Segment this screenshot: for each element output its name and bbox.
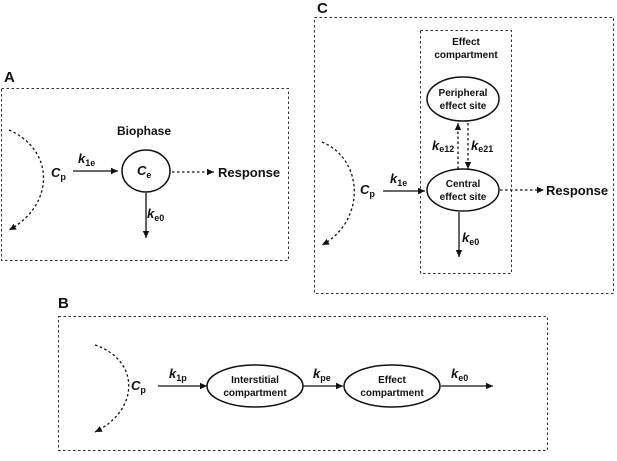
panel-b-effect-line1: Effect [378,375,406,386]
panel-c-frame [314,17,614,294]
panel-c-central-node [426,168,500,212]
panel-c-k1e-label: k1e [390,171,407,188]
panel-a-k1e-label: k1e [78,151,95,168]
panel-a-biophase-title: Biophase [117,124,171,138]
panel-a-cp-curve-arrow [8,129,44,231]
panel-b-cp-curve-arrow [94,344,130,433]
panel-a-response-label: Response [218,165,280,180]
panel-c-ke21-label: ke21 [471,138,493,154]
panel-b-letter: B [58,295,69,312]
panel-a-cp-label: Cp [51,165,66,182]
panel-a-frame [1,88,289,261]
panel-c-effect-compartment-box [420,30,512,274]
panel-c-box-title-line2: compartment [434,50,498,61]
panel-c-box-title-line1: Effect [452,37,480,48]
panel-a-letter: A [4,69,15,86]
panel-c-central-line1: Central [446,179,481,190]
panel-a: A Cp k1e Biophase Ce Response ke0 [1,69,289,261]
panel-c-letter: C [317,0,328,17]
panel-b-cp-label: Cp [131,378,146,395]
panel-c-peripheral-node [426,76,500,122]
panel-b-interstitial-line1: Interstitial [231,375,279,386]
panel-b: B Cp k1p Interstitial compartment kpe Ef… [58,295,548,451]
panel-c-response-label: Response [546,183,608,198]
panel-c-peripheral-line1: Peripheral [439,88,488,99]
panel-c-peripheral-line2: effect site [440,101,487,112]
panel-b-frame [58,316,548,451]
panel-b-interstitial-line2: compartment [223,388,287,399]
panel-b-ke0-label: ke0 [451,366,468,383]
panel-c: C Effect compartment Peripheral effect s… [314,0,614,294]
panel-b-kpe-label: kpe [313,366,331,383]
panel-c-central-line2: effect site [440,192,487,203]
panel-b-effect-line2: compartment [360,388,424,399]
panel-c-ke0-label: ke0 [462,230,479,247]
panel-a-ce-label: Ce [137,163,151,180]
panel-a-ke0-label: ke0 [147,206,164,223]
panel-c-cp-label: Cp [360,182,375,199]
panel-a-ce-node [121,149,171,193]
panel-b-interstitial-node [206,364,304,408]
panel-c-ke12-label: ke12 [432,138,454,154]
panel-b-effect-node [343,364,441,408]
panel-c-cp-curve-arrow [321,141,355,246]
panel-b-k1p-label: k1p [169,366,187,383]
